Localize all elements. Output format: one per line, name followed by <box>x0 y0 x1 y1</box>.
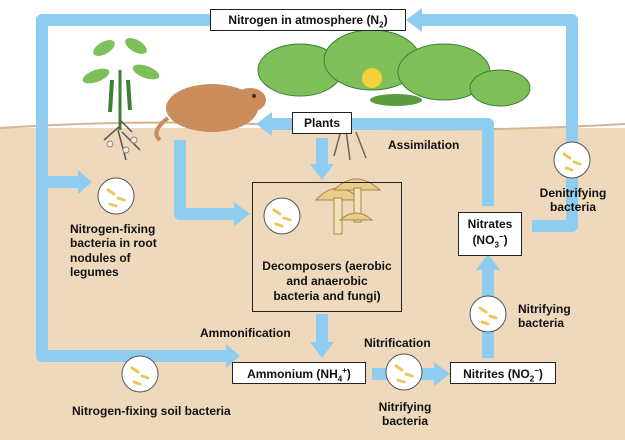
denitrifying-label: Denitrifying bacteria <box>530 186 616 215</box>
nitrifying-bottom-line-1: Nitrifying <box>378 400 432 414</box>
arrowhead-ammonium <box>226 344 240 368</box>
nitrites-sup: − <box>534 366 539 375</box>
atmosphere-close: ) <box>383 13 388 27</box>
soil-background <box>0 128 625 440</box>
arrowhead-nitrates <box>476 254 500 270</box>
nitrates-box: Nitrates (NO3−) <box>458 212 522 256</box>
animal-mole <box>154 84 266 142</box>
ammonium-sub: 4 <box>337 374 343 384</box>
squash-plant <box>257 29 531 161</box>
decomposers-box: Decomposers (aerobic and anaerobic bacte… <box>252 182 402 312</box>
arrowhead-root <box>78 170 92 194</box>
arrowhead-atmosphere <box>406 8 422 32</box>
bacteria-rods <box>106 152 582 386</box>
nitrifying-right-line-2: bacteria <box>518 316 565 331</box>
bacteria-icons <box>97 141 591 393</box>
atmosphere-sub: 2 <box>379 20 384 30</box>
nitrates-sup: − <box>498 232 504 241</box>
root-line-2: bacteria in root <box>70 236 157 251</box>
nitrifying-right-label: Nitrifying bacteria <box>518 302 571 331</box>
denitrifying-line-2: bacteria <box>549 200 597 215</box>
nitrates-line-1: Nitrates <box>467 217 513 231</box>
arrowhead-ammonification <box>310 342 334 358</box>
plants-text: Plants <box>303 116 340 130</box>
ammonification-label: Ammonification <box>200 326 291 340</box>
plants-box: Plants <box>292 112 352 134</box>
atmosphere-text: Nitrogen in atmosphere (N <box>228 13 380 27</box>
arrowhead-plants <box>256 112 272 136</box>
assimilation-label: Assimilation <box>388 138 460 152</box>
decomposers-line-3: bacteria and fungi) <box>273 289 381 303</box>
arrowhead-nitrites <box>434 362 450 386</box>
ammonium-box: Ammonium (NH4+) <box>232 362 366 384</box>
bacteria-denitrifying-icon <box>553 141 591 179</box>
bacteria-root-icon <box>97 177 135 215</box>
nitrites-box: Nitrites (NO2−) <box>450 362 556 384</box>
bacteria-nitrifying-bottom-icon <box>385 353 423 391</box>
arrowhead-decomposers-top <box>310 164 334 180</box>
atmosphere-box: Nitrogen in atmosphere (N2) <box>210 9 406 31</box>
mushrooms <box>314 178 382 235</box>
bacteria-decomposer-icon <box>263 197 301 235</box>
nitrites-sub: 2 <box>529 374 535 384</box>
decomposers-line-2: and anaerobic <box>286 274 368 288</box>
nitrates-line-2: (NO3−) <box>459 232 521 250</box>
arrow-heads <box>78 8 500 386</box>
arrow-denitrification <box>420 14 578 232</box>
legume-plant <box>82 38 160 161</box>
arrowhead-decomposers-left <box>234 202 250 226</box>
nitrification-label: Nitrification <box>364 336 431 350</box>
denitrifying-line-1: Denitrifying <box>539 186 607 200</box>
ammonium-close: ) <box>346 367 351 381</box>
ammonium-text: Ammonium (NH <box>247 367 338 381</box>
root-line-1: Nitrogen-fixing <box>70 222 156 236</box>
soil-bacteria-label: Nitrogen-fixing soil bacteria <box>72 404 231 418</box>
root-line-4: legumes <box>70 265 119 280</box>
decomposers-line-1: Decomposers (aerobic <box>262 259 392 273</box>
bacteria-soil-icon <box>121 355 159 393</box>
nitrifying-bottom-label: Nitrifying bacteria <box>372 400 438 429</box>
ammonium-sup: + <box>342 366 347 375</box>
nitrates-sub: 3 <box>494 240 499 250</box>
bacteria-nitrifying-right-icon <box>469 295 507 333</box>
arrow-animal-decomposers <box>174 140 236 220</box>
nitrites-close: ) <box>538 367 543 381</box>
nitrates-text: (NO <box>472 233 495 247</box>
nitrogen-fixing-root-label: Nitrogen-fixing bacteria in root nodules… <box>70 222 157 280</box>
nitrifying-right-line-1: Nitrifying <box>518 302 571 316</box>
root-line-3: nodules of <box>70 250 131 265</box>
nitrites-text: Nitrites (NO <box>463 367 530 381</box>
nitrates-close: ) <box>503 233 508 247</box>
nitrifying-bottom-line-2: bacteria <box>381 414 429 429</box>
